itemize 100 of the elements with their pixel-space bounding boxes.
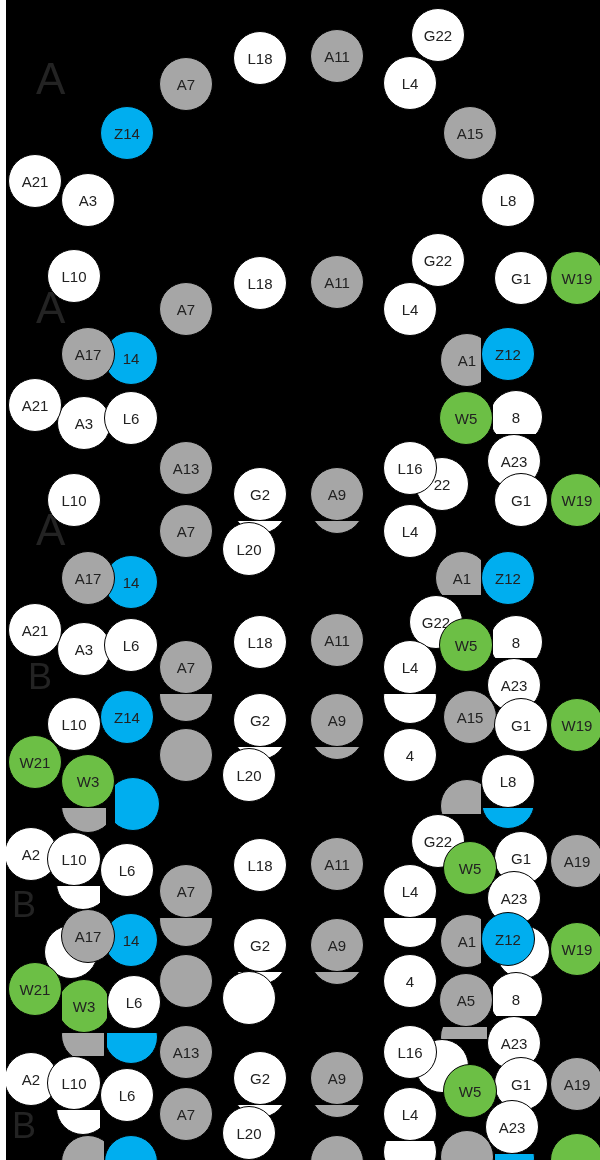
residue-circle: W3 <box>62 979 107 1033</box>
residue-circle: A7 <box>159 282 213 336</box>
residue-circle: A13 <box>159 441 213 495</box>
residue-circle: L10 <box>47 473 101 527</box>
residue-circle: L6 <box>104 391 158 445</box>
residue-circle: W5 <box>439 391 493 445</box>
residue-circle: L6 <box>104 618 158 672</box>
residue-circle: L20 <box>222 748 276 802</box>
residue-circle <box>56 1110 100 1135</box>
residue-circle: A7 <box>159 57 213 111</box>
residue-circle: W21 <box>8 735 62 789</box>
residue-circle: Z14 <box>100 690 154 744</box>
residue-circle: G1 <box>494 473 548 527</box>
residue-circle: A9 <box>310 1051 364 1105</box>
residue-circle: L10 <box>47 832 101 886</box>
residue-circle: L18 <box>233 615 287 669</box>
residue-circle <box>383 918 437 948</box>
residue-circle: G1 <box>494 698 548 752</box>
residue-circle: W3 <box>61 754 115 808</box>
residue-circle: 4 <box>383 954 437 1008</box>
residue-circle: A11 <box>310 837 364 891</box>
residue-circle: A1 <box>440 333 481 387</box>
residue-circle: L8 <box>481 754 535 808</box>
residue-circle: A19 <box>550 834 600 888</box>
residue-circle: A1 <box>435 551 481 595</box>
residue-circle: 8 <box>493 615 543 658</box>
residue-circle: L4 <box>383 640 437 694</box>
residue-circle: L10 <box>47 249 101 303</box>
residue-circle: 8 <box>493 390 543 434</box>
residue-circle: L6 <box>100 843 154 897</box>
residue-circle: L10 <box>47 697 101 751</box>
residue-circle: A17 <box>61 551 115 605</box>
residue-circle: Z12 <box>481 551 535 605</box>
residue-circle: G22 <box>411 233 465 287</box>
residue-circle <box>440 779 481 814</box>
residue-circle: A7 <box>159 640 213 694</box>
residue-circle <box>383 1141 437 1160</box>
residue-circle: A11 <box>310 255 364 309</box>
residue-circle: A21 <box>8 154 62 208</box>
residue-circle: G22 <box>411 8 465 62</box>
residue-circle: A9 <box>310 467 364 521</box>
residue-circle: L6 <box>107 975 161 1029</box>
residue-circle: W19 <box>550 922 600 976</box>
residue-circle: A9 <box>310 918 364 972</box>
residue-circle: G1 <box>494 251 548 305</box>
residue-circle: Z14 <box>100 106 154 160</box>
residue-circle: L4 <box>383 56 437 110</box>
residue-circle: W21 <box>8 962 62 1016</box>
residue-circle: L4 <box>383 504 437 558</box>
residue-circle: 8 <box>493 972 543 1016</box>
residue-circle: A5 <box>439 973 493 1027</box>
residue-circle: Z12 <box>481 327 535 381</box>
residue-circle: A17 <box>61 909 115 963</box>
residue-circle: A21 <box>8 603 62 657</box>
residue-circle: A11 <box>310 29 364 83</box>
residue-circle <box>440 1027 487 1039</box>
residue-circle: A19 <box>550 1057 600 1111</box>
residue-circle <box>61 1135 104 1160</box>
residue-circle <box>56 886 100 909</box>
residue-circle: A15 <box>443 106 497 160</box>
residue-circle: Z12 <box>481 912 535 966</box>
residue-circle: A11 <box>310 613 364 667</box>
residue-circle <box>115 777 160 831</box>
residue-circle: G2 <box>233 467 287 521</box>
residue-circle <box>107 1033 158 1064</box>
residue-circle <box>495 1154 535 1160</box>
residue-circle: A15 <box>443 690 497 744</box>
residue-circle: W5 <box>443 1064 497 1118</box>
residue-circle: A3 <box>57 396 111 450</box>
residue-circle: L18 <box>233 838 287 892</box>
residue-circle: W19 <box>550 698 600 752</box>
residue-circle: A3 <box>61 173 115 227</box>
residue-circle: 4 <box>383 728 437 782</box>
residue-circle: L20 <box>222 1106 276 1160</box>
residue-circle: L10 <box>47 1056 101 1110</box>
residue-circle: L6 <box>100 1068 154 1122</box>
residue-circle: L4 <box>383 1087 437 1141</box>
residue-circle <box>61 1033 104 1056</box>
residue-circle: L18 <box>233 31 287 85</box>
residue-circle: A3 <box>57 622 111 676</box>
residue-circle: A9 <box>310 693 364 747</box>
residue-circle: W19 <box>550 251 600 305</box>
residue-circle: L20 <box>222 522 276 576</box>
residue-circle: A7 <box>159 1087 213 1141</box>
residue-circle <box>159 918 213 947</box>
residue-circle: L4 <box>383 282 437 336</box>
residue-circle: G2 <box>233 1051 287 1105</box>
residue-circle: W19 <box>550 473 600 527</box>
residue-circle: G2 <box>233 918 287 972</box>
residue-circle: A13 <box>159 1025 213 1079</box>
residue-circle <box>159 694 213 722</box>
residue-circle: G2 <box>233 693 287 747</box>
residue-circle: L8 <box>481 173 535 227</box>
residue-circle: L4 <box>383 864 437 918</box>
residue-circle: A17 <box>61 327 115 381</box>
residue-circle: L16 <box>383 1025 437 1079</box>
residue-circle: A21 <box>8 378 62 432</box>
residue-circle: A7 <box>159 504 213 558</box>
residue-circle: A23 <box>485 1100 539 1154</box>
residue-circle: L18 <box>233 256 287 310</box>
